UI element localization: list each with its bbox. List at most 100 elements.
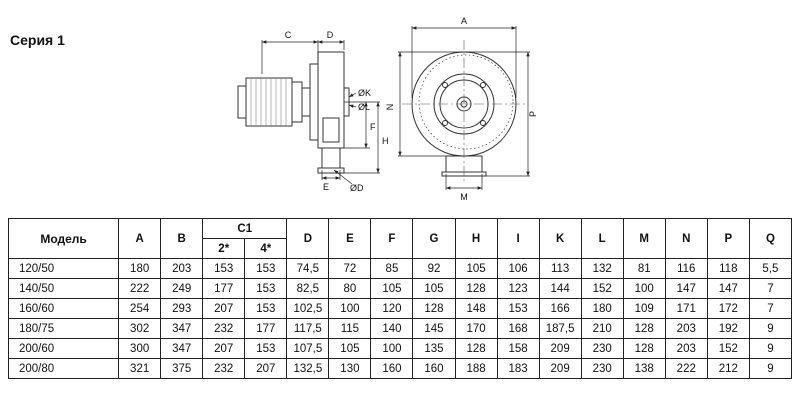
- value-cell: 207: [202, 298, 246, 319]
- value-cell: 74,5: [286, 258, 330, 279]
- value-cell: 212: [706, 358, 750, 379]
- value-cell: 347: [160, 318, 204, 339]
- value-cell: 9: [748, 358, 793, 379]
- dim-label-d: D: [327, 30, 334, 40]
- value-cell: 222: [664, 358, 708, 379]
- value-cell: 232: [202, 358, 246, 379]
- value-cell: 80: [328, 278, 372, 299]
- dim-label-c: C: [285, 30, 292, 40]
- value-cell: 222: [118, 278, 162, 299]
- value-cell: 153: [202, 258, 246, 279]
- col-header-l: L: [580, 218, 624, 259]
- col-header-k: K: [538, 218, 582, 259]
- value-cell: 132: [580, 258, 624, 279]
- value-cell: 105: [454, 258, 498, 279]
- value-cell: 210: [580, 318, 624, 339]
- value-cell: 180: [580, 298, 624, 319]
- dim-label-n: N: [385, 104, 395, 111]
- value-cell: 153: [244, 338, 288, 359]
- value-cell: 5,5: [748, 258, 793, 279]
- value-cell: 147: [706, 278, 750, 299]
- value-cell: 183: [496, 358, 540, 379]
- value-cell: 177: [244, 318, 288, 339]
- value-cell: 113: [538, 258, 582, 279]
- value-cell: 106: [496, 258, 540, 279]
- value-cell: 132,5: [286, 358, 330, 379]
- value-cell: 9: [748, 338, 793, 359]
- value-cell: 153: [244, 258, 288, 279]
- value-cell: 192: [706, 318, 750, 339]
- col-header-e: E: [328, 218, 372, 259]
- technical-drawing: C D ØK ØL F H E ØD: [222, 12, 542, 212]
- value-cell: 145: [412, 318, 456, 339]
- value-cell: 152: [580, 278, 624, 299]
- value-cell: 128: [622, 318, 666, 339]
- value-cell: 128: [454, 278, 498, 299]
- value-cell: 347: [160, 338, 204, 359]
- col-header-model: Модель: [7, 218, 120, 259]
- value-cell: 300: [118, 338, 162, 359]
- value-cell: 144: [538, 278, 582, 299]
- value-cell: 230: [580, 358, 624, 379]
- page-title: Серия 1: [10, 32, 65, 48]
- dim-label-h: H: [382, 136, 389, 146]
- value-cell: 135: [412, 338, 456, 359]
- value-cell: 120: [370, 298, 414, 319]
- value-cell: 166: [538, 298, 582, 319]
- value-cell: 180: [118, 258, 162, 279]
- value-cell: 158: [496, 338, 540, 359]
- dim-label-a: A: [461, 16, 467, 26]
- value-cell: 102,5: [286, 298, 330, 319]
- value-cell: 148: [454, 298, 498, 319]
- value-cell: 81: [622, 258, 666, 279]
- col-header-m: M: [622, 218, 666, 259]
- value-cell: 153: [244, 278, 288, 299]
- value-cell: 203: [664, 318, 708, 339]
- value-cell: 152: [706, 338, 750, 359]
- side-view-dimensions: [261, 40, 380, 185]
- col-header-c1-4: 4*: [244, 238, 288, 259]
- col-header-c1: C1: [202, 218, 288, 239]
- value-cell: 153: [496, 298, 540, 319]
- value-cell: 230: [580, 338, 624, 359]
- value-cell: 375: [160, 358, 204, 379]
- value-cell: 117,5: [286, 318, 330, 339]
- value-cell: 9: [748, 318, 793, 339]
- value-cell: 100: [328, 298, 372, 319]
- value-cell: 100: [370, 338, 414, 359]
- value-cell: 128: [412, 298, 456, 319]
- model-cell: 140/50: [7, 278, 120, 299]
- col-header-d: D: [286, 218, 330, 259]
- value-cell: 72: [328, 258, 372, 279]
- col-header-h: H: [454, 218, 498, 259]
- value-cell: 293: [160, 298, 204, 319]
- value-cell: 123: [496, 278, 540, 299]
- model-cell: 200/80: [7, 358, 120, 379]
- dim-label-f: F: [370, 122, 376, 132]
- value-cell: 128: [454, 338, 498, 359]
- model-cell: 180/75: [7, 318, 120, 339]
- dim-label-l: ØL: [358, 102, 370, 112]
- col-header-c1-2: 2*: [202, 238, 246, 259]
- col-header-b: B: [160, 218, 204, 259]
- centerlines: [402, 40, 526, 184]
- value-cell: 138: [622, 358, 666, 379]
- value-cell: 92: [412, 258, 456, 279]
- front-view-dimensions: [398, 26, 530, 190]
- value-cell: 153: [244, 298, 288, 319]
- value-cell: 171: [664, 298, 708, 319]
- value-cell: 85: [370, 258, 414, 279]
- value-cell: 147: [664, 278, 708, 299]
- dim-label-p: P: [528, 111, 538, 117]
- value-cell: 118: [706, 258, 750, 279]
- value-cell: 254: [118, 298, 162, 319]
- value-cell: 232: [202, 318, 246, 339]
- value-cell: 82,5: [286, 278, 330, 299]
- value-cell: 7: [748, 298, 793, 319]
- fan-dimension-diagram: C D ØK ØL F H E ØD: [237, 16, 538, 202]
- value-cell: 188: [454, 358, 498, 379]
